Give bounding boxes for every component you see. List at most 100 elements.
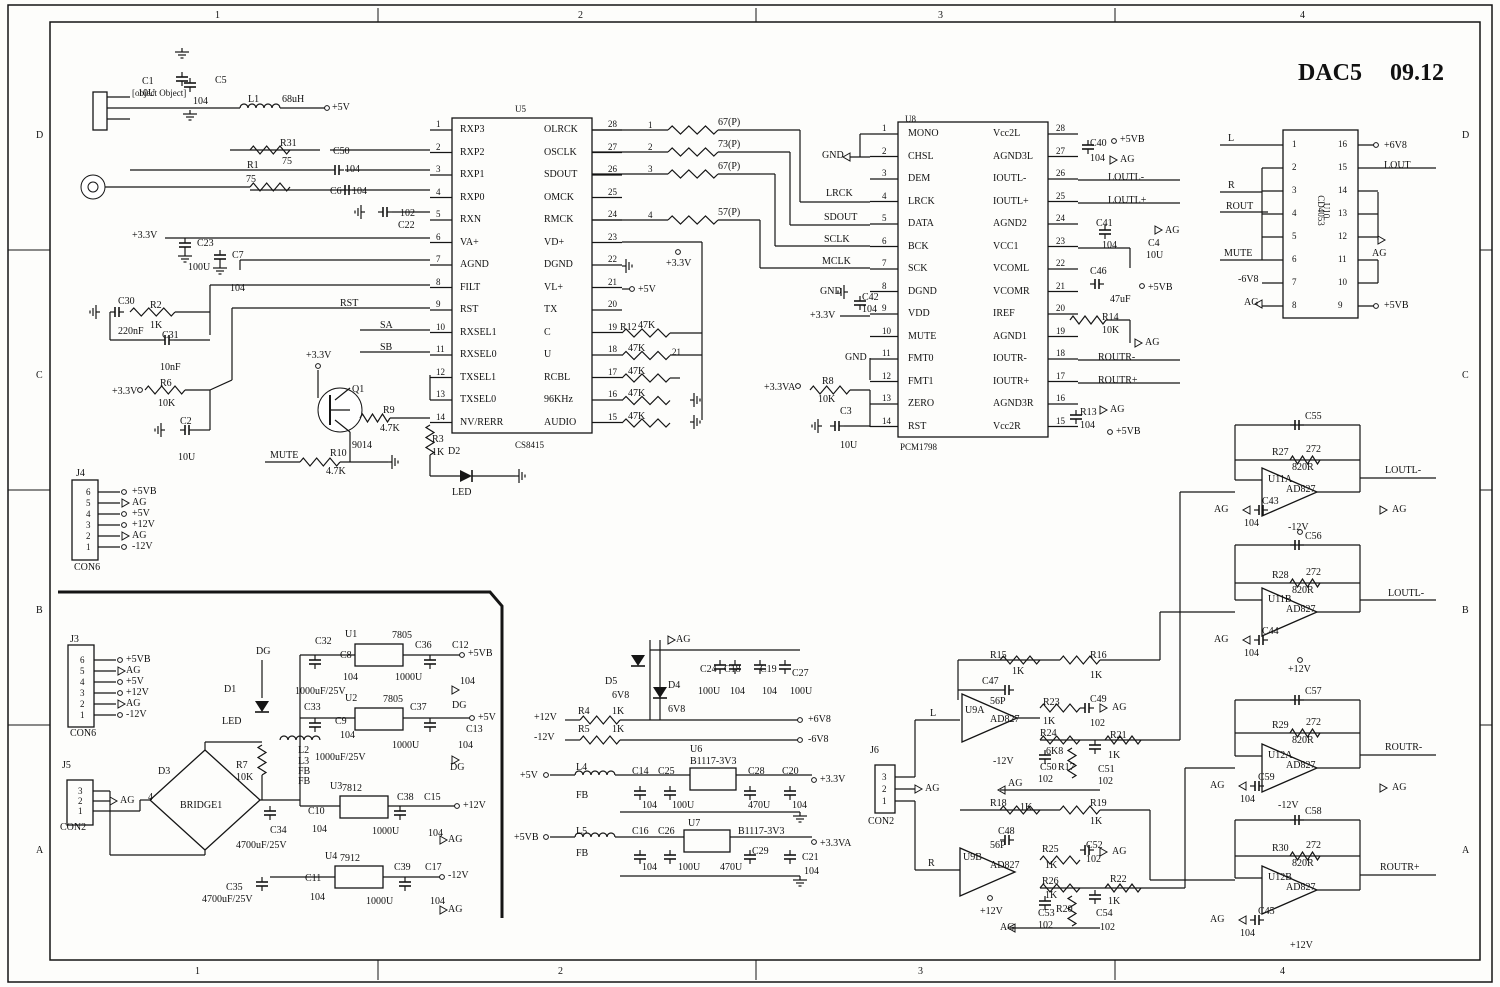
pin-name: VA+ xyxy=(460,236,479,248)
component-label-u3v: 7812 xyxy=(342,783,362,794)
pin-name: MONO xyxy=(908,128,939,139)
wire xyxy=(209,379,233,391)
component-label-r1: R1 xyxy=(247,160,259,171)
pin-name: RXSEL0 xyxy=(460,349,497,360)
pin-name: VCOML xyxy=(993,263,1030,274)
pin-name: RCBL xyxy=(544,371,571,383)
pin-name: AUDIO xyxy=(544,416,577,428)
component-label-c20v: 104 xyxy=(792,800,807,811)
component-label-c35v: 4700uF/25V xyxy=(202,894,253,905)
component-label-c6: C6 xyxy=(330,186,342,197)
component-label-r9v: 4.7K xyxy=(380,423,400,434)
terminal-circle xyxy=(543,834,549,840)
component-label-r22: R22 xyxy=(1110,874,1127,885)
net-index: 1 xyxy=(648,120,653,130)
resistor-r27 xyxy=(1289,454,1321,466)
component-label-r17: R17 xyxy=(1058,762,1075,773)
resistor-r17 xyxy=(1066,747,1078,779)
pin-name: FMT1 xyxy=(908,375,934,387)
terminal-circle xyxy=(315,363,321,369)
component-label-r5: R5 xyxy=(578,724,590,735)
component-label-r24: R24 xyxy=(1040,728,1057,739)
component-label-j6: J6 xyxy=(870,745,879,756)
resistor-r29 xyxy=(1289,727,1321,739)
net-arrow xyxy=(1237,915,1247,925)
component-label-c48v: 56P xyxy=(990,840,1006,851)
pin-number: 15 xyxy=(608,411,617,422)
connector-pin: 6 xyxy=(86,487,91,497)
pin-number: 4 xyxy=(436,186,441,197)
component-label-c3: C3 xyxy=(840,406,852,417)
terminal-circle xyxy=(87,181,99,193)
connector-pin: 5 xyxy=(86,498,91,508)
pin-number: 1 xyxy=(1292,139,1297,149)
component-label-c36: C36 xyxy=(415,640,432,651)
component-label-c45v: 104 xyxy=(1240,928,1255,939)
component-label-r14: R14 xyxy=(1102,312,1119,323)
net-label-ag: AG xyxy=(1112,702,1127,713)
component-label-c33: C33 xyxy=(304,702,321,713)
pin-number: 10 xyxy=(1338,277,1347,287)
pin-name: RST xyxy=(460,304,479,315)
pin-number: 21 xyxy=(608,276,617,287)
component-label-c10v: 104 xyxy=(312,824,327,835)
component-label-r31v: 75 xyxy=(282,156,292,167)
wire xyxy=(334,387,351,401)
resistor-series xyxy=(667,169,719,179)
resistor-r8 xyxy=(809,385,851,395)
pin-number: 11 xyxy=(1338,254,1347,264)
component-label-c46: C46 xyxy=(1090,266,1107,277)
component-label-c10: C10 xyxy=(308,806,325,817)
pin-number: 2 xyxy=(1292,162,1297,172)
component-label-rn4: 47K xyxy=(628,411,646,422)
net-label-v5: +5V xyxy=(520,770,538,781)
net-arrow xyxy=(1253,299,1263,309)
component-label-rs1: 67(P) xyxy=(718,117,741,128)
component-label-c50v: 104 xyxy=(345,164,360,175)
net-label-gnd: GND xyxy=(820,286,842,297)
pin-name: NV/RERR xyxy=(460,416,504,428)
component-label-c11: C11 xyxy=(305,873,322,884)
component-label-bridge: BRIDGE1 xyxy=(180,800,223,811)
terminal-circle xyxy=(454,803,460,809)
resistor-series xyxy=(667,147,719,157)
component-label-c40: C40 xyxy=(1090,138,1107,149)
component-label-r29v: 820R xyxy=(1292,735,1314,746)
pin-number: 8 xyxy=(882,280,887,291)
net-label-v5b: +5VB xyxy=(126,654,151,665)
component-label-rs2: 73(P) xyxy=(718,139,741,150)
component-label-u3: U3 xyxy=(330,781,343,792)
regulator-u4 xyxy=(334,865,384,889)
component-label-c59: C59 xyxy=(1258,772,1275,783)
pin-number: 5 xyxy=(1292,231,1297,241)
net-label-v5b: +5VB xyxy=(468,648,493,659)
pin-number: 25 xyxy=(1056,190,1065,201)
pin-name: AGND2 xyxy=(993,218,1027,229)
connector-pin: 3 xyxy=(86,520,91,530)
pin-number: 19 xyxy=(608,321,617,332)
connector-pin: 4 xyxy=(86,509,91,519)
net-label-v6v8p: +6V8 xyxy=(1384,140,1407,151)
component-label-l3: L3 xyxy=(298,756,310,767)
pin-name: RXP0 xyxy=(460,191,485,203)
component-label-c42v: 104 xyxy=(862,304,877,315)
component-label-c40v: 104 xyxy=(1090,153,1105,164)
net-label-lrck: LRCK xyxy=(826,188,853,199)
component-label-con6a: CON6 xyxy=(74,562,101,573)
pin-number: 23 xyxy=(608,231,617,242)
component-label-d4v: 6V8 xyxy=(668,704,686,715)
net-label-r: R xyxy=(1228,180,1235,191)
component-label-c34: C34 xyxy=(270,825,287,836)
net-label-ag: AG xyxy=(126,665,141,676)
terminal-circle xyxy=(117,657,123,663)
pin-name: OMCK xyxy=(544,191,575,203)
schematic-title: DAC5 xyxy=(1298,60,1362,86)
connector-pin: 3 xyxy=(78,786,83,796)
net-label-ag: AG xyxy=(132,530,147,541)
component-label-c59v: 104 xyxy=(1240,794,1255,805)
component-label-c2v: 10U xyxy=(178,452,196,463)
component-label-l5: L5 xyxy=(576,826,588,837)
component-label-r29c: 272 xyxy=(1306,717,1321,728)
net-label-routr_n: ROUTR- xyxy=(1385,742,1423,753)
net-label-loutl_p: LOUTL+ xyxy=(1108,195,1147,206)
